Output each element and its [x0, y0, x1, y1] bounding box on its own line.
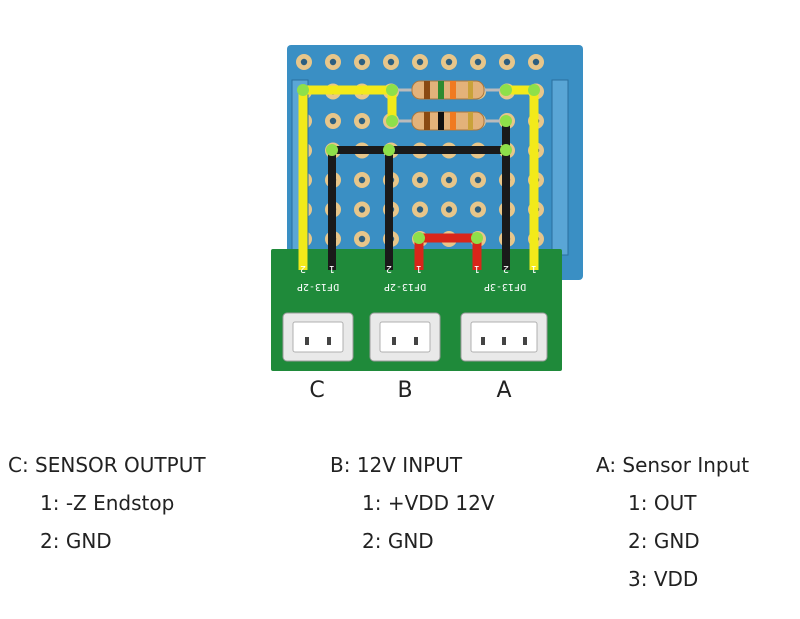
- connector-a-housing: [460, 312, 548, 362]
- pin-mark-b-2: 2: [386, 263, 392, 274]
- pcb-label-b: DF13-2P: [384, 281, 426, 292]
- wire-yellow-left: [298, 85, 397, 270]
- legend-title-b: B: 12V INPUT: [330, 453, 463, 477]
- pin-mark-b-1: 1: [416, 263, 422, 274]
- legend-title-a: A: Sensor Input: [596, 453, 750, 477]
- pin-mark-c-1: 1: [329, 263, 335, 274]
- pad-hole: [329, 117, 337, 125]
- legend-pin-a-2: 2: GND: [628, 529, 700, 553]
- pad-hole: [474, 58, 482, 66]
- highlight-pads: [297, 84, 540, 244]
- pin-mark-a-1-left: 1: [474, 263, 480, 274]
- connector-letter-a: A: [496, 378, 512, 403]
- pad-hole: [445, 58, 453, 66]
- pad-hole: [416, 176, 424, 184]
- pad-hole: [416, 58, 424, 66]
- pad-hole: [416, 206, 424, 213]
- pcb-pin-marks: 2 1 2 1 1 3 2 1: [300, 263, 537, 274]
- pin-mark-a-2: 2: [503, 263, 509, 274]
- legend-pin-c-2: 2: GND: [40, 529, 112, 553]
- header-strip-right: [551, 79, 569, 256]
- pad-hole: [358, 58, 366, 66]
- pin-mark-a-1: 1: [531, 263, 537, 274]
- pad-hole: [474, 176, 482, 184]
- pad-hole: [358, 117, 366, 125]
- connector-b-housing: [369, 312, 441, 362]
- legend-connector-c: C: SENSOR OUTPUT 1: -Z Endstop 2: GND: [8, 446, 206, 560]
- pad-hole: [387, 58, 395, 66]
- wire-red-vdd: [414, 233, 482, 270]
- legend-connector-a: A: Sensor Input 1: OUT 2: GND 3: VDD: [596, 446, 749, 598]
- connector-c-housing: [282, 312, 354, 362]
- legend-pin-a-1: 1: OUT: [628, 491, 697, 515]
- legend-pin-c-1: 1: -Z Endstop: [40, 491, 175, 515]
- pad-hole: [503, 58, 511, 66]
- pad-hole: [532, 58, 540, 66]
- pin-mark-c-2: 2: [300, 263, 306, 274]
- pcb-label-c: DF13-2P: [297, 281, 339, 292]
- pad-hole: [358, 176, 366, 184]
- legend-title-c: C: SENSOR OUTPUT: [8, 453, 206, 477]
- pad-hole: [358, 235, 366, 243]
- legend-pin-b-2: 2: GND: [362, 529, 434, 553]
- legend-pin-b-1: 1: +VDD 12V: [362, 491, 495, 515]
- pad-hole: [474, 206, 482, 213]
- legend-connector-b: B: 12V INPUT 1: +VDD 12V 2: GND: [330, 446, 495, 560]
- connector-letter-c: C: [309, 378, 325, 403]
- pcb-label-a: DF13-3P: [484, 281, 526, 292]
- pad-hole: [300, 58, 308, 66]
- wire-black-gnd-bus: [328, 121, 510, 270]
- pad-hole: [358, 206, 366, 213]
- connector-letter-b: B: [397, 378, 413, 403]
- pad-hole: [445, 176, 453, 184]
- resistor-bottom: [392, 111, 505, 131]
- legend-pin-a-3: 3: VDD: [628, 567, 699, 591]
- pad-hole: [445, 206, 453, 213]
- resistor-top: [392, 80, 505, 100]
- pad-hole: [329, 58, 337, 66]
